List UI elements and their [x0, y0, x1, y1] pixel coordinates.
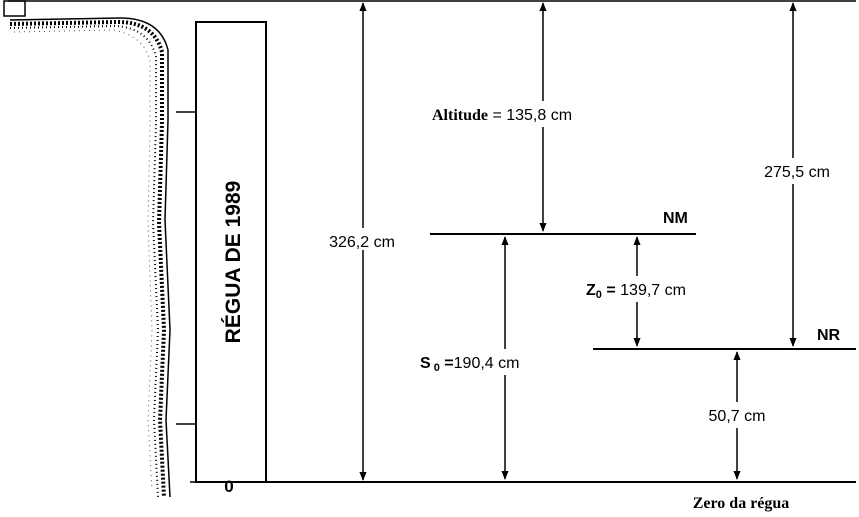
- s0-sub: 0: [431, 362, 440, 374]
- benchmark-box: [3, 0, 26, 17]
- z0-value: 139,7 cm: [620, 282, 686, 299]
- zero-caption: Zero da régua: [693, 495, 790, 512]
- measure-altitude: Altitude = 135,8 cm: [432, 107, 572, 124]
- zero-label: 0: [224, 477, 233, 496]
- altitude-value: 135,8 cm: [506, 107, 572, 124]
- ruler-post: [195, 21, 267, 483]
- s0-eq: =: [440, 355, 454, 372]
- altitude-term: Altitude: [432, 107, 488, 124]
- measure-s0: S 0 =190,4 cm: [420, 355, 519, 374]
- z0-sub: 0: [596, 289, 602, 301]
- measure-nr-from-top: 275,5 cm: [764, 164, 830, 181]
- altitude-eq: =: [488, 107, 506, 124]
- z0-symbol: Z: [586, 282, 596, 299]
- measure-total: 326,2 cm: [329, 234, 395, 251]
- measure-nr-from-zero: 50,7 cm: [709, 408, 766, 425]
- z0-eq: =: [602, 282, 620, 299]
- ruler-label: RÉGUA DE 1989: [222, 181, 245, 344]
- river-bank: [9, 17, 171, 498]
- nm-label: NM: [663, 210, 688, 227]
- s0-value: 190,4 cm: [454, 355, 520, 372]
- s0-symbol: S: [420, 355, 431, 372]
- measure-z0: Z0 = 139,7 cm: [586, 282, 686, 301]
- nr-label: NR: [817, 327, 841, 344]
